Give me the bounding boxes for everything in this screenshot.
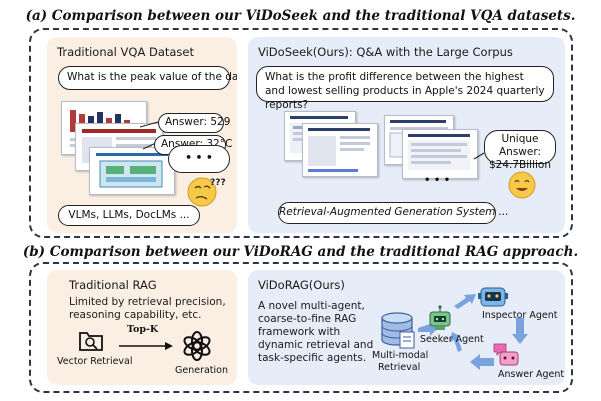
generation-label: Generation <box>175 365 228 376</box>
rag-system-text: Retrieval-Augmented Generation System ..… <box>279 206 509 218</box>
topk-arrow <box>119 342 173 350</box>
svg-text:???: ??? <box>210 178 226 188</box>
unique-answer-value: $24.7Billion <box>489 159 552 171</box>
traditional-vqa-title: Traditional VQA Dataset <box>57 45 195 59</box>
section-a-title: (a) Comparison between our ViDoSeek and … <box>25 8 576 24</box>
inspector-agent-label: Inspector Agent <box>482 310 558 321</box>
document-corpus-icon: • • • <box>284 111 496 189</box>
vidorag-title: ViDoRAG(Ours) <box>258 278 345 292</box>
section-a-frame <box>29 28 573 238</box>
models-text: VLMs, LLMs, DocLMs ... <box>68 209 190 221</box>
unique-answer-bubble: Unique Answer: $24.7Billion <box>484 130 556 171</box>
traditional-rag-description: Limited by retrieval precision, reasonin… <box>69 296 226 321</box>
inspector-agent-robot-icon <box>478 287 508 307</box>
traditional-vqa-panel: Traditional VQA Dataset What is the peak… <box>47 37 237 233</box>
vidoseek-panel: ViDoSeek(Ours): Q&A with the Large Corpu… <box>248 37 565 233</box>
database-icon <box>381 312 415 349</box>
vidorag-description: A novel multi-agent, coarse-to-fine RAG … <box>258 300 374 364</box>
rag-system-pill: Retrieval-Augmented Generation System ..… <box>278 202 509 224</box>
section-b-frame <box>29 262 573 393</box>
answer-pointer-lines <box>139 121 159 150</box>
answer-bubble-1-text: Answer: 529 <box>165 116 231 128</box>
seeker-agent-robot-icon <box>429 305 451 330</box>
multimodal-label: Multi-modal <box>372 350 429 361</box>
answer-bubble-1: Answer: 529 <box>158 113 230 133</box>
topk-label: Top-K <box>127 324 159 335</box>
vidoseek-question-bubble: What is the profit difference between th… <box>256 66 554 111</box>
answer-agent-label: Answer Agent <box>498 369 565 380</box>
traditional-rag-panel: Traditional RAG Limited by retrieval pre… <box>47 270 237 385</box>
thinking-emoji-icon: ??? <box>187 177 226 207</box>
vidoseek-question-text: What is the profit difference between th… <box>265 71 545 111</box>
corpus-ellipsis: • • • <box>424 175 451 186</box>
happy-emoji-icon <box>508 171 536 199</box>
vqa-question-bubble: What is the peak value of the data? <box>58 66 237 90</box>
models-pill: VLMs, LLMs, DocLMs ... <box>58 205 200 226</box>
seeker-agent-label: Seeker Agent <box>420 334 484 345</box>
unique-answer-label: Unique Answer: <box>498 133 542 158</box>
openai-icon <box>183 331 211 361</box>
corpus-doc-2 <box>302 123 378 177</box>
search-folder-icon <box>79 332 103 351</box>
unique-answer-pointer <box>473 152 485 160</box>
vidorag-panel: ViDoRAG(Ours) A novel multi-agent, coars… <box>248 270 565 385</box>
ellipsis-bubble: • • • <box>168 145 230 173</box>
document-stack-icon <box>61 101 175 195</box>
vqa-question-text: What is the peak value of the data? <box>67 71 237 83</box>
retrieval-label: Retrieval <box>378 362 421 373</box>
ellipsis-text: • • • <box>185 152 213 164</box>
traditional-rag-title: Traditional RAG <box>69 278 157 292</box>
vector-retrieval-label: Vector Retrieval <box>57 356 133 367</box>
answer-agent-robot-icon <box>493 343 519 366</box>
vidoseek-title: ViDoSeek(Ours): Q&A with the Large Corpu… <box>258 45 513 59</box>
corpus-doc-4 <box>402 129 478 179</box>
section-b-title: (b) Comparison between our ViDoRAG and t… <box>22 244 579 260</box>
